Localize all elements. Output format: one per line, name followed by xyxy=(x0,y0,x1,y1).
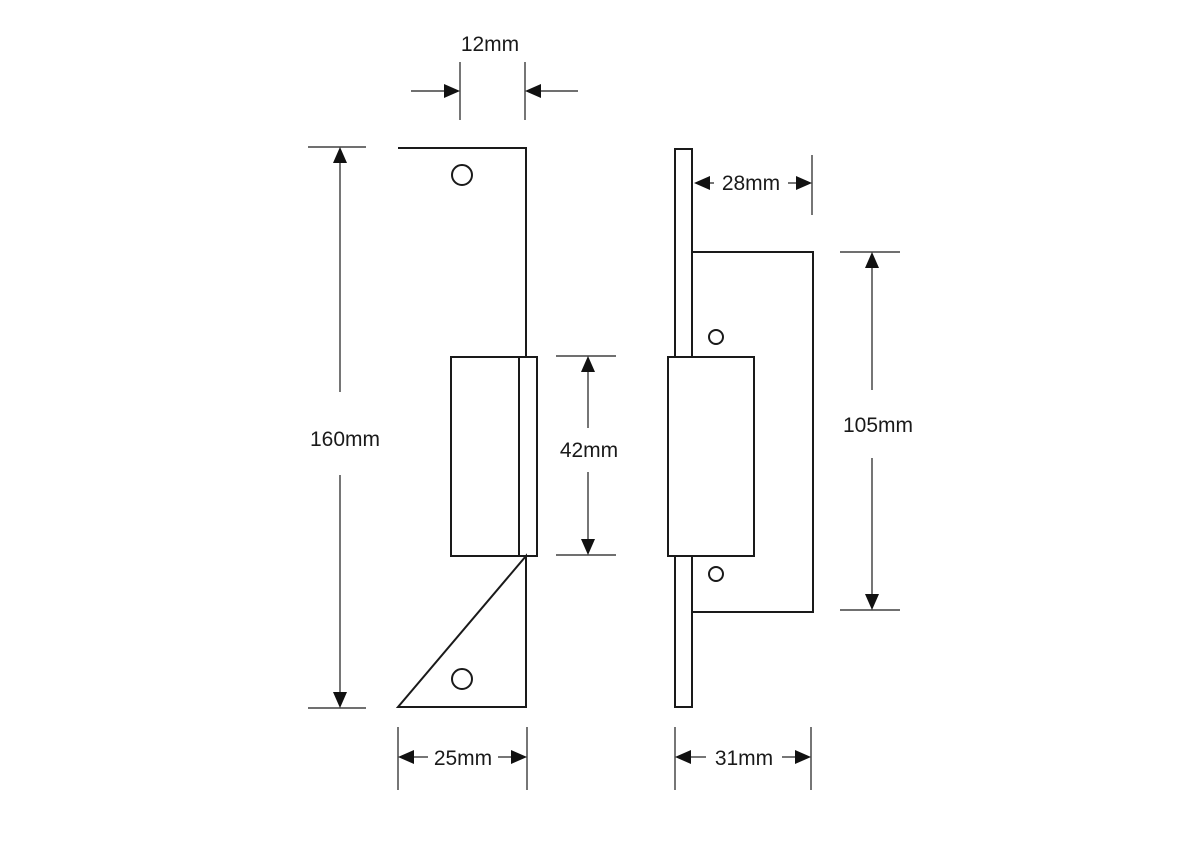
dimension-label-12mm: 12mm xyxy=(461,33,519,56)
arrowhead xyxy=(865,594,879,610)
arrowhead xyxy=(795,750,811,764)
top-screw-hole xyxy=(451,164,473,186)
dimension-25mm: 25mm xyxy=(397,727,528,790)
faceplate-outline xyxy=(395,147,527,708)
dimension-label-105mm: 105mm xyxy=(843,414,913,437)
arrowhead xyxy=(865,252,879,268)
dimension-160mm: 160mm xyxy=(308,146,380,709)
front-view xyxy=(395,147,538,708)
dimension-12mm: 12mm xyxy=(411,33,578,120)
lower-mounting-hole xyxy=(708,566,724,582)
bottom-screw-hole xyxy=(451,668,473,690)
arrowhead xyxy=(333,692,347,708)
dimension-label-28mm: 28mm xyxy=(722,172,780,195)
side-faceplate-outline xyxy=(674,148,693,708)
arrowhead xyxy=(581,356,595,372)
dimension-31mm: 31mm xyxy=(674,727,812,790)
arrowhead xyxy=(675,750,691,764)
dimension-28mm: 28mm xyxy=(694,155,813,215)
arrowhead xyxy=(333,147,347,163)
side-keeper-block xyxy=(667,356,755,557)
side-view xyxy=(667,148,814,708)
arrowhead xyxy=(444,84,460,98)
dimension-label-42mm: 42mm xyxy=(560,439,618,462)
arrowhead xyxy=(525,84,541,98)
dimension-label-160mm: 160mm xyxy=(310,428,380,451)
upper-mounting-hole xyxy=(708,329,724,345)
keeper-block xyxy=(450,356,538,557)
strike-body-outline xyxy=(692,251,814,613)
dimension-105mm: 105mm xyxy=(840,251,913,611)
arrowhead xyxy=(581,539,595,555)
dimension-label-25mm: 25mm xyxy=(434,747,492,770)
dimension-label-31mm: 31mm xyxy=(715,747,773,770)
arrowhead xyxy=(796,176,812,190)
dimension-42mm: 42mm xyxy=(556,355,618,556)
arrowhead xyxy=(511,750,527,764)
arrowhead xyxy=(694,176,710,190)
arrowhead xyxy=(398,750,414,764)
